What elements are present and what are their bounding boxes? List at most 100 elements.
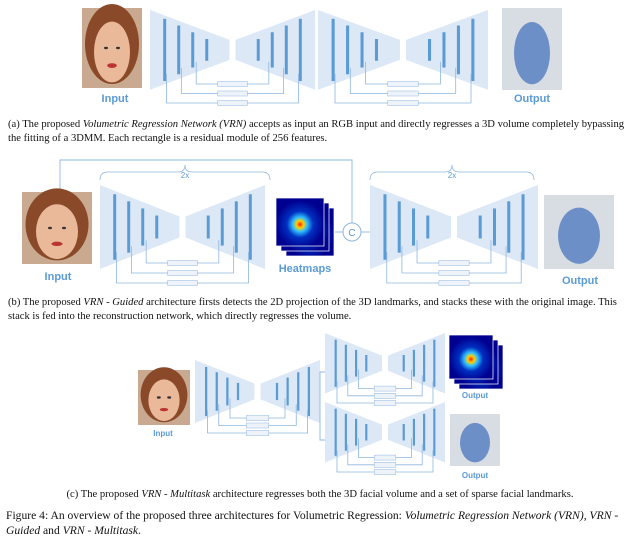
- encoder-cone: [325, 402, 382, 463]
- residual-module: [167, 270, 198, 276]
- residual-module: [205, 366, 208, 417]
- residual-module: [492, 208, 496, 246]
- residual-module: [236, 382, 240, 401]
- residual-module: [521, 194, 525, 260]
- residual-module: [412, 208, 416, 246]
- output-3d-face: [502, 8, 562, 90]
- caption-text: .: [138, 524, 141, 537]
- residual-module: [167, 280, 198, 286]
- eye: [104, 46, 108, 50]
- input-face-image: [138, 367, 190, 425]
- caption-text: (a) The proposed: [8, 119, 83, 130]
- hourglass-network: [100, 185, 265, 286]
- decoder-cone: [406, 10, 488, 90]
- residual-module: [438, 270, 470, 276]
- residual-module: [412, 349, 415, 377]
- residual-module: [215, 372, 218, 411]
- repeat-bracket: [369, 164, 535, 181]
- caption-emphasis: Volumetric Regression Network (VRN): [404, 509, 584, 522]
- branch-line: [319, 371, 325, 392]
- encoder-cone: [318, 10, 400, 90]
- encoder-cone: [195, 360, 255, 423]
- panel-b-input-label: Input: [45, 271, 72, 283]
- eye: [62, 226, 66, 230]
- concat-node: [342, 222, 362, 242]
- face: [460, 422, 490, 463]
- residual-module: [374, 39, 379, 61]
- encoder-cone: [325, 333, 382, 394]
- caption-emphasis: VRN - Guided: [83, 297, 144, 308]
- residual-module: [286, 377, 289, 406]
- skip-connection: [166, 73, 299, 104]
- residual-module: [456, 25, 460, 75]
- residual-module: [423, 413, 426, 451]
- hourglass-network: [195, 360, 320, 436]
- decoder-cone: [260, 360, 320, 423]
- residual-module: [427, 39, 432, 61]
- residual-module: [373, 385, 397, 392]
- residual-module: [217, 100, 248, 106]
- caption-text: ,: [583, 509, 590, 522]
- residual-module: [355, 349, 358, 377]
- residual-module: [334, 339, 337, 387]
- residual-module: [270, 32, 274, 68]
- caption-emphasis: Volumetric Regression Network (VRN): [82, 119, 247, 130]
- residual-module: [471, 18, 475, 82]
- eye: [156, 396, 161, 399]
- eye: [48, 226, 52, 230]
- caption-text: and: [40, 524, 63, 537]
- output-3d-face: [450, 414, 500, 466]
- residual-module: [433, 339, 436, 387]
- decoder-cone: [388, 333, 445, 394]
- residual-module: [220, 208, 224, 246]
- residual-module: [438, 260, 470, 266]
- panel-c-caption: (c) The proposed VRN - Multitask archite…: [0, 488, 640, 502]
- residual-module: [307, 366, 310, 417]
- residual-module: [167, 260, 198, 266]
- caption-text: architecture firsts detects the 2D proje…: [8, 297, 617, 322]
- caption-emphasis: VRN - Multitask: [62, 524, 139, 537]
- residual-module: [373, 393, 397, 399]
- decoder-cone: [235, 10, 315, 90]
- residual-module: [373, 462, 397, 468]
- residual-module: [387, 100, 419, 106]
- residual-module: [256, 39, 260, 61]
- caption-text: Figure 4: An overview of the proposed th…: [6, 509, 405, 522]
- caption-emphasis: VRN - Guided: [6, 509, 619, 537]
- residual-module: [205, 39, 209, 61]
- residual-module: [344, 344, 347, 382]
- decoder-cone: [388, 402, 445, 463]
- residual-module: [331, 18, 335, 82]
- caption-text: (c) The proposed: [66, 489, 142, 500]
- panel-b-heatmaps-label: Heatmaps: [279, 263, 332, 275]
- mouth: [107, 63, 117, 68]
- repeat-bracket: [99, 164, 271, 181]
- residual-module: [426, 215, 430, 239]
- caption-text: (b) The proposed: [8, 297, 84, 308]
- residual-module: [373, 400, 397, 406]
- mouth: [51, 241, 63, 246]
- residual-module: [478, 215, 482, 239]
- residual-module: [344, 413, 347, 451]
- residual-module: [360, 32, 364, 68]
- eye: [116, 46, 120, 50]
- residual-module: [387, 90, 419, 97]
- panel-a-output-label: Output: [514, 93, 550, 105]
- panel-b-repeat-right: 2x: [448, 171, 456, 180]
- skip-connection: [386, 252, 522, 284]
- input-face-image: [22, 188, 92, 264]
- residual-module: [284, 25, 288, 75]
- decoder-cone: [185, 185, 265, 269]
- skip-connection: [336, 450, 434, 473]
- residual-module: [397, 201, 401, 253]
- panel-a-input-label: Input: [102, 93, 129, 105]
- residual-module: [177, 25, 181, 75]
- panel-c-diagram: [138, 333, 504, 475]
- residual-module: [423, 344, 426, 382]
- caption-text: architecture regresses both the 3D facia…: [210, 489, 574, 500]
- face: [148, 379, 180, 422]
- residual-module: [226, 377, 229, 406]
- figure-caption: Figure 4: An overview of the proposed th…: [6, 508, 636, 538]
- residual-module: [412, 418, 415, 446]
